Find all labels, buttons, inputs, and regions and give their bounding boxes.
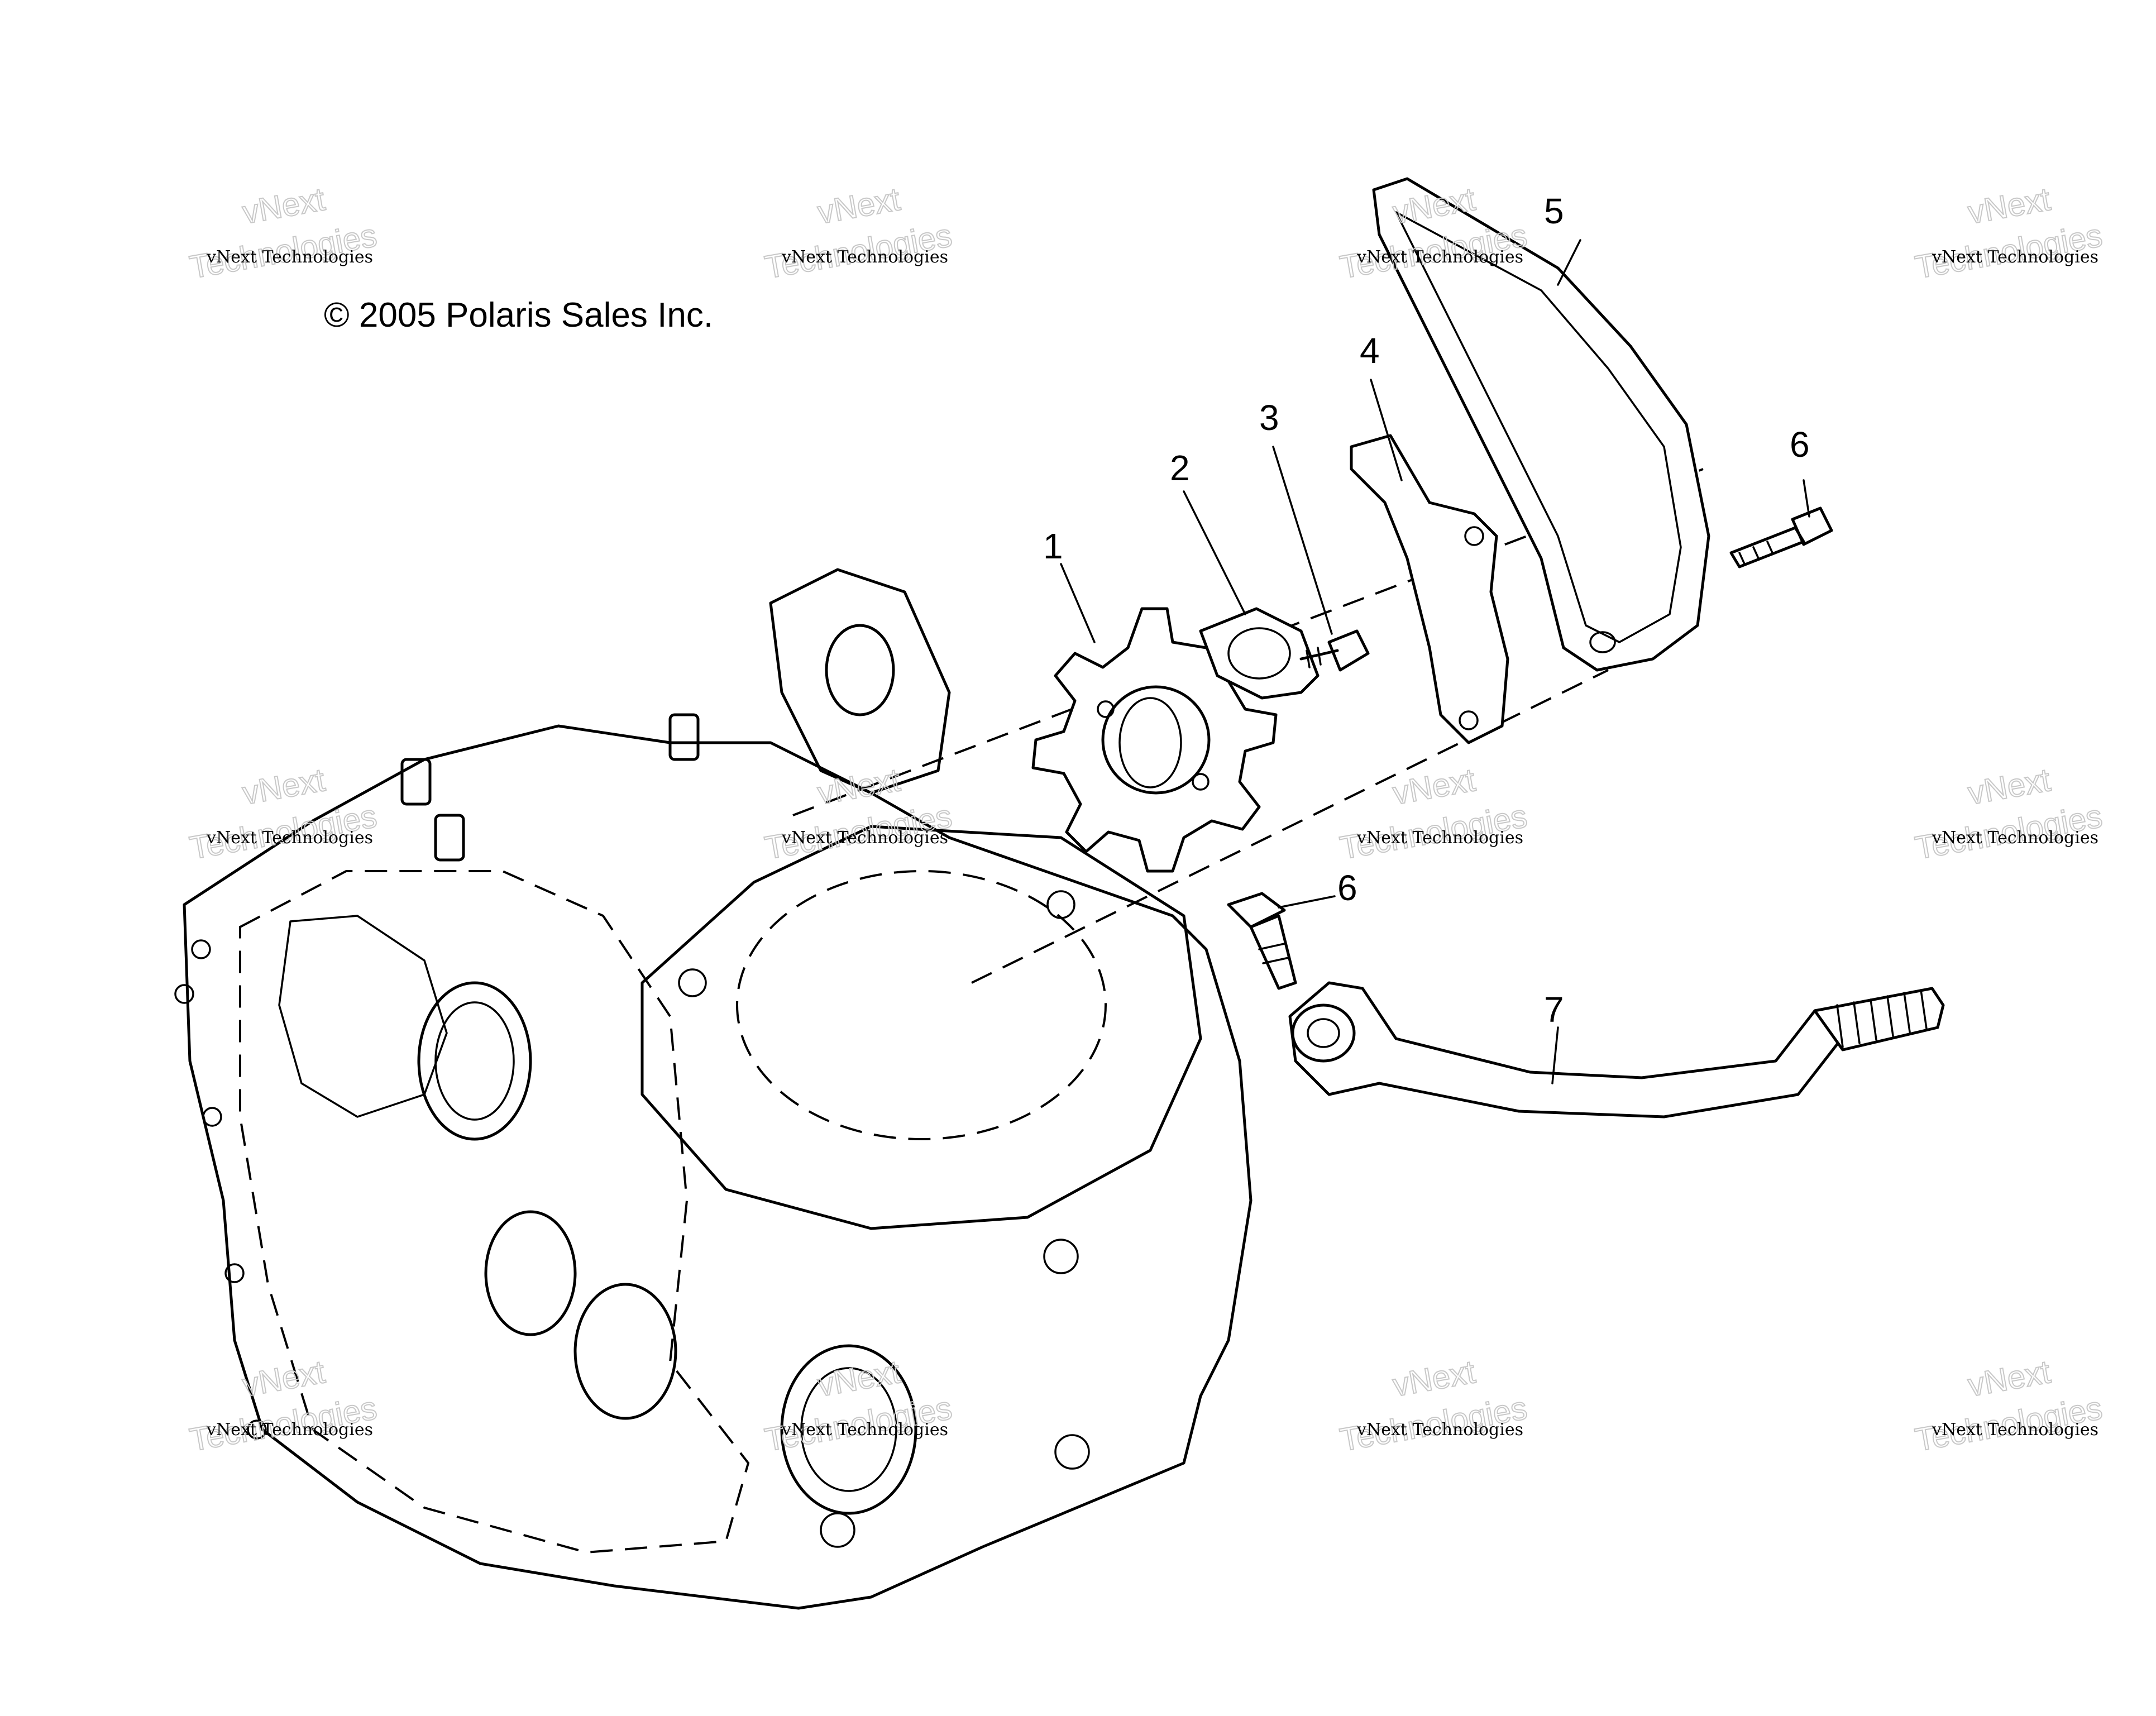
svg-text:vNext Technologies: vNext Technologies [781, 1420, 948, 1440]
svg-text:vNext Technologies: vNext Technologies [781, 828, 948, 848]
svg-text:vNext Technologies: vNext Technologies [1932, 1420, 2098, 1440]
callout-6-lower: 6 [1337, 868, 1357, 908]
svg-text:vNext: vNext [1390, 762, 1478, 812]
watermark: vNext Technologies vNext Technologies [762, 180, 955, 286]
svg-text:vNext Technologies: vNext Technologies [781, 247, 948, 267]
callout-7: 7 [1544, 990, 1564, 1030]
sprocket-lock-plate [1199, 607, 1320, 700]
watermark: vNext Technologies vNext Technologies [187, 1353, 380, 1459]
callout-5: 5 [1544, 191, 1564, 231]
svg-text:vNext Technologies: vNext Technologies [1356, 1420, 1523, 1440]
watermark: vNext Technologies vNext Technologies [1912, 761, 2106, 867]
watermark: vNext Technologies vNext Technologies [1912, 180, 2106, 286]
svg-text:vNext Technologies: vNext Technologies [1356, 247, 1523, 267]
shift-lever-grip-ridges [1836, 989, 1928, 1048]
shift-lever-pinch-bolt [1227, 892, 1297, 990]
svg-text:vNext: vNext [1965, 181, 2053, 231]
copyright-notice: © 2005 Polaris Sales Inc. [324, 296, 713, 334]
leader-lines [1060, 239, 1810, 1084]
callout-6-upper: 6 [1790, 424, 1810, 465]
svg-text:vNext: vNext [240, 762, 327, 812]
svg-text:vNext: vNext [1965, 1354, 2053, 1404]
watermark: vNext Technologies vNext Technologies [187, 180, 380, 286]
svg-text:vNext Technologies: vNext Technologies [1356, 828, 1523, 848]
svg-text:vNext Technologies: vNext Technologies [1932, 828, 2098, 848]
watermark: vNext Technologies vNext Technologies [1337, 761, 1531, 867]
sprocket-cover [1372, 177, 1710, 672]
svg-text:vNext: vNext [1390, 1354, 1478, 1404]
svg-text:vNext: vNext [240, 181, 327, 231]
svg-text:vNext Technologies: vNext Technologies [206, 1420, 373, 1440]
callout-3: 3 [1259, 398, 1279, 438]
callout-2: 2 [1170, 448, 1190, 488]
sprocket-guard [1350, 434, 1509, 744]
watermark: vNext Technologies vNext Technologies [1337, 1353, 1531, 1459]
shift-lever [1288, 981, 1945, 1118]
svg-text:vNext Technologies: vNext Technologies [206, 828, 373, 848]
svg-text:vNext: vNext [240, 1354, 327, 1404]
svg-text:vNext Technologies: vNext Technologies [1932, 247, 2098, 267]
watermark: vNext Technologies vNext Technologies [187, 761, 380, 867]
watermark: vNext Technologies vNext Technologies [762, 761, 955, 867]
svg-text:vNext: vNext [1965, 762, 2053, 812]
engine-crankcase [174, 568, 1253, 1610]
svg-text:vNext: vNext [815, 181, 902, 231]
svg-text:vNext Technologies: vNext Technologies [206, 247, 373, 267]
cover-bolt-upper [1729, 506, 1833, 568]
callout-labels: 1 2 3 4 5 6 6 7 [1043, 191, 1810, 1030]
watermark: vNext Technologies vNext Technologies [1912, 1353, 2106, 1459]
drive-sprocket [1031, 607, 1278, 873]
callout-4: 4 [1360, 331, 1380, 371]
retaining-bolt [1299, 629, 1370, 672]
callout-1: 1 [1043, 526, 1063, 566]
mounting-holes [174, 890, 1090, 1548]
